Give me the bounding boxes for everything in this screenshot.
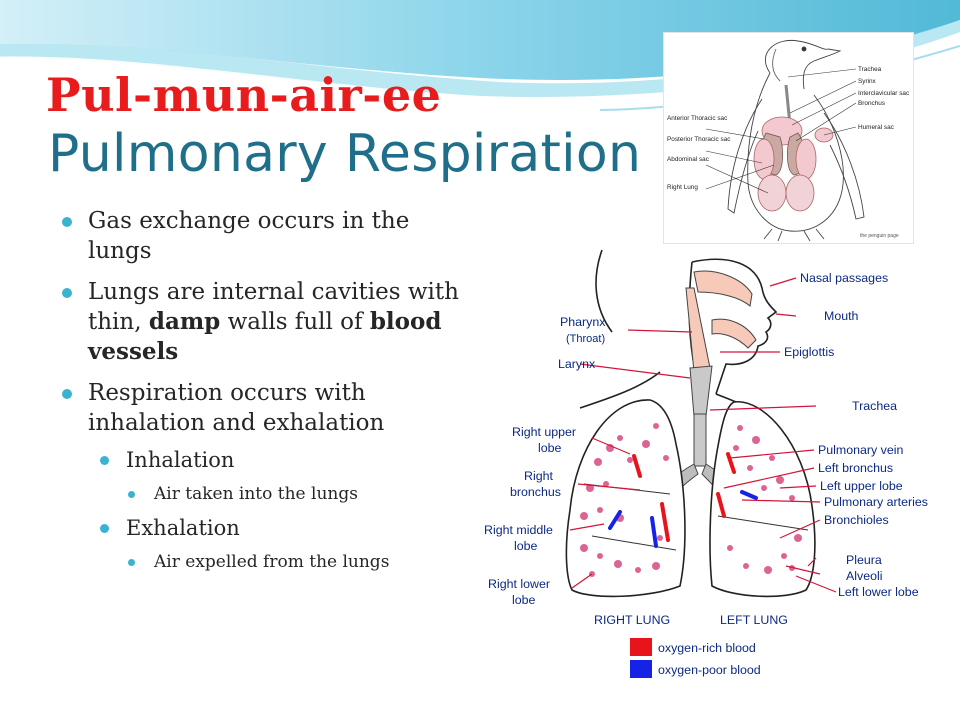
detail-list: Air taken into the lungs bbox=[126, 482, 460, 506]
bullet-text: Gas exchange occurs in the lungs bbox=[88, 208, 410, 264]
sub-bullet-inhalation: Inhalation Air taken into the lungs bbox=[98, 446, 460, 506]
label-pulmonary-vein: Pulmonary vein bbox=[818, 443, 904, 457]
label-right-lung: Right Lung bbox=[667, 184, 698, 191]
label-nasal-passages: Nasal passages bbox=[800, 271, 888, 285]
label-anterior-thoracic-sac: Anterior Thoracic sac bbox=[667, 115, 728, 122]
label-left-bronchus: Left bronchus bbox=[818, 461, 893, 475]
label-epiglottis: Epiglottis bbox=[784, 345, 834, 359]
air-sacs bbox=[753, 84, 834, 212]
label-abdominal-sac: Abdominal sac bbox=[667, 156, 710, 163]
label-credit: the penguin page bbox=[860, 233, 899, 239]
detail-exhalation: Air expelled from the lungs bbox=[126, 550, 460, 574]
label-larynx: Larynx bbox=[558, 357, 596, 371]
sub-bullet-list: Inhalation Air taken into the lungs Exha… bbox=[98, 446, 460, 574]
label-pharynx: Pharynx bbox=[560, 315, 606, 329]
label-interclavicular-sac: Interclavicular sac bbox=[858, 90, 910, 97]
label-left-lower-lobe: Left lower lobe bbox=[838, 585, 919, 599]
label-alveoli: Alveoli bbox=[846, 569, 883, 583]
sub-bullet-exhalation: Exhalation Air expelled from the lungs bbox=[98, 514, 460, 574]
bullet-list: Gas exchange occurs in the lungs Lungs a… bbox=[60, 206, 460, 585]
legend-label-oxygen-rich: oxygen-rich blood bbox=[658, 641, 756, 655]
bullet-text: Exhalation bbox=[126, 516, 240, 540]
pronunciation-heading: Pul-mun-air-ee bbox=[46, 68, 442, 122]
penguin-anatomy-diagram: Trachea Syrinx Interclavicular sac Bronc… bbox=[663, 32, 914, 244]
alveoli-clusters bbox=[580, 423, 802, 577]
label-right-lower-lobe-2: lobe bbox=[512, 593, 536, 607]
label-posterior-thoracic-sac: Posterior Thoracic sac bbox=[667, 136, 731, 143]
label-left-lung: LEFT LUNG bbox=[720, 613, 788, 627]
bold-text-blood-vessels: blood vessels bbox=[88, 308, 442, 365]
label-right-lower-lobe-1: Right lower bbox=[488, 577, 550, 591]
bullet-text: Inhalation bbox=[126, 448, 235, 472]
bullet-text: walls full of bbox=[220, 309, 370, 335]
detail-inhalation: Air taken into the lungs bbox=[126, 482, 460, 506]
label-trachea: Trachea bbox=[852, 399, 897, 413]
human-respiratory-diagram: Nasal passages Mouth Pharynx (Throat) Ep… bbox=[480, 248, 958, 683]
label-right-upper-lobe-2: lobe bbox=[538, 441, 562, 455]
label-arrows bbox=[569, 277, 837, 593]
label-pleura: Pleura bbox=[846, 553, 882, 567]
detail-list: Air expelled from the lungs bbox=[126, 550, 460, 574]
bullet-lungs-cavities: Lungs are internal cavities with thin, d… bbox=[60, 277, 460, 367]
slide-title: Pulmonary Respiration bbox=[48, 124, 642, 184]
label-mouth: Mouth bbox=[824, 309, 859, 323]
bullet-text: Respiration occurs with inhalation and e… bbox=[88, 380, 385, 436]
label-trachea: Trachea bbox=[858, 66, 882, 73]
label-syrinx: Syrinx bbox=[858, 78, 877, 85]
label-right-bronchus-1: Right bbox=[524, 469, 553, 483]
bullet-gas-exchange: Gas exchange occurs in the lungs bbox=[60, 206, 460, 266]
label-pulmonary-arteries: Pulmonary arteries bbox=[824, 495, 928, 509]
bold-text-damp: damp bbox=[148, 308, 221, 335]
label-left-upper-lobe: Left upper lobe bbox=[820, 479, 903, 493]
legend-swatch-oxygen-rich bbox=[630, 638, 652, 656]
left-lung bbox=[709, 401, 816, 598]
pointer-lines bbox=[705, 68, 857, 194]
label-right-upper-lobe-1: Right upper bbox=[512, 425, 576, 439]
legend-swatch-oxygen-poor bbox=[630, 660, 652, 678]
label-right-lung: RIGHT LUNG bbox=[594, 613, 670, 627]
right-lung bbox=[565, 399, 686, 598]
label-right-bronchus-2: bronchus bbox=[510, 485, 561, 499]
label-bronchioles: Bronchioles bbox=[824, 513, 889, 527]
label-throat: (Throat) bbox=[566, 333, 605, 345]
label-bronchus: Bronchus bbox=[858, 100, 885, 107]
diagram-legend: oxygen-rich blood oxygen-poor blood bbox=[630, 638, 761, 678]
label-right-middle-lobe-1: Right middle bbox=[484, 523, 553, 537]
penguin-illustration bbox=[727, 39, 865, 242]
label-humeral-sac: Humeral sac bbox=[858, 124, 895, 131]
bullet-text: Lungs are internal cavities with thin, bbox=[88, 279, 459, 335]
label-right-middle-lobe-2: lobe bbox=[514, 539, 538, 553]
bullet-respiration: Respiration occurs with inhalation and e… bbox=[60, 378, 460, 574]
blood-vessels bbox=[608, 452, 758, 548]
legend-label-oxygen-poor: oxygen-poor blood bbox=[658, 663, 761, 677]
